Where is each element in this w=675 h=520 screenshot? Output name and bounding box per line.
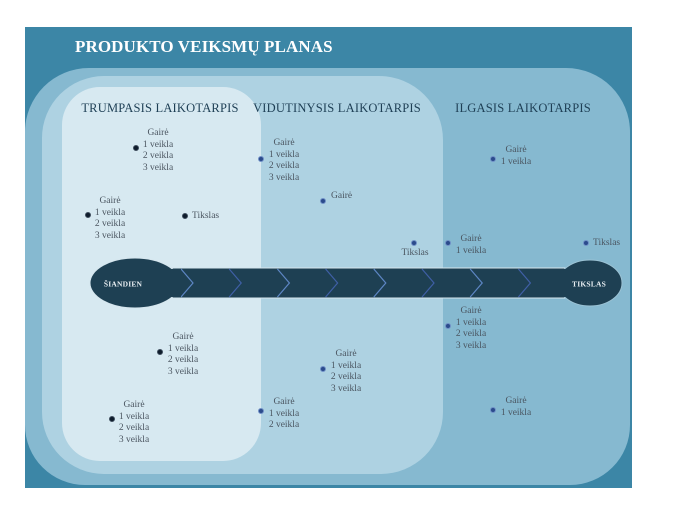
period-label-mid: VIDUTINYSIS LAIKOTARPIS <box>253 101 421 115</box>
item-heading: Gairė <box>505 396 527 406</box>
item-activity: 1 veikla <box>268 149 300 160</box>
end-label: TIKSLAS <box>572 279 606 289</box>
item-activity: 2 veikla <box>118 423 150 433</box>
item-activity: 3 veikla <box>142 162 174 173</box>
period-label-short: TRUMPASIS LAIKOTARPIS <box>81 101 239 115</box>
end-oval-neck <box>540 269 580 297</box>
item-heading: Gairė <box>147 128 169 138</box>
marker-dot-icon <box>109 416 115 422</box>
item-heading: Gairė <box>505 145 527 155</box>
marker-dot-icon <box>320 198 326 204</box>
marker-dot-icon <box>320 366 326 372</box>
marker-dot-icon <box>182 213 188 219</box>
item-activity: 2 veikla <box>268 420 300 430</box>
timeline-chevron <box>180 268 194 298</box>
marker-dot-icon <box>583 240 589 246</box>
item-text: Tikslas <box>593 238 620 250</box>
item-activity: 2 veikla <box>167 355 199 365</box>
item-activity: 3 veikla <box>455 340 487 351</box>
item-heading: Gairė <box>460 234 482 244</box>
item-activity: 1 veikla <box>268 408 300 419</box>
item-activity: 3 veikla <box>330 383 362 394</box>
item-text: Tikslas <box>192 211 219 223</box>
item-activity: 1 veikla <box>167 343 199 354</box>
item-heading: Gairė <box>172 332 194 342</box>
timeline-chevron <box>517 268 532 298</box>
item-heading: Gairė <box>460 306 482 316</box>
item-heading: Gairė <box>123 400 145 410</box>
start-label: ŠIANDIEN <box>103 279 143 289</box>
item-activity: 1 veikla <box>142 139 174 150</box>
start-oval-neck <box>141 269 181 297</box>
item-activity: 2 veikla <box>142 151 174 161</box>
marker-dot-icon <box>490 156 496 162</box>
timeline-chevron <box>421 268 435 298</box>
timeline-chevron <box>325 268 339 298</box>
item-activity: 3 veikla <box>268 172 300 183</box>
item-heading: Gairė <box>273 138 295 148</box>
item-activity: 1 veikla <box>94 207 126 218</box>
item-activity: 3 veikla <box>94 230 126 241</box>
marker-dot-icon <box>133 145 139 151</box>
item-activity: 1 veikla <box>500 407 532 418</box>
item-heading: Tikslas <box>593 238 621 248</box>
marker-dot-icon <box>258 156 264 162</box>
item-activity: 2 veikla <box>94 219 126 229</box>
item-activity: 1 veikla <box>118 411 150 422</box>
timeline-chevron <box>276 268 291 298</box>
marker-dot-icon <box>411 240 417 246</box>
item-activity: 3 veikla <box>167 366 199 377</box>
item-activity: 3 veikla <box>118 434 150 445</box>
timeline-chevrons <box>180 268 580 298</box>
item-text: Gairė <box>331 191 352 203</box>
item-activity: 1 veikla <box>330 360 362 371</box>
item-activity: 1 veikla <box>455 317 487 328</box>
item-heading: Gairė <box>331 191 353 201</box>
item-heading: Gairė <box>99 196 121 206</box>
item-activity: 2 veikla <box>330 372 362 382</box>
item-heading: Tikslas <box>401 248 429 258</box>
item-heading: Tikslas <box>192 211 220 221</box>
item-activity: 2 veikla <box>455 329 487 339</box>
marker-dot-icon <box>445 323 451 329</box>
marker-dot-icon <box>445 240 451 246</box>
marker-dot-icon <box>490 407 496 413</box>
item-text: Tikslas <box>401 248 428 260</box>
marker-dot-icon <box>258 408 264 414</box>
timeline-chevron <box>373 268 387 298</box>
item-activity: 2 veikla <box>268 161 300 171</box>
item-heading: Gairė <box>335 349 357 359</box>
timeline-band <box>139 267 581 299</box>
timeline-chevron <box>228 268 242 298</box>
item-heading: Gairė <box>273 397 295 407</box>
timeline-chevron <box>469 268 483 298</box>
roadmap-title: PRODUKTO VEIKSMŲ PLANAS <box>75 37 333 56</box>
marker-dot-icon <box>85 212 91 218</box>
marker-dot-icon <box>157 349 163 355</box>
item-activity: 1 veikla <box>500 156 532 167</box>
item-activity: 1 veikla <box>455 245 487 256</box>
period-label-long: ILGASIS LAIKOTARPIS <box>455 101 591 115</box>
